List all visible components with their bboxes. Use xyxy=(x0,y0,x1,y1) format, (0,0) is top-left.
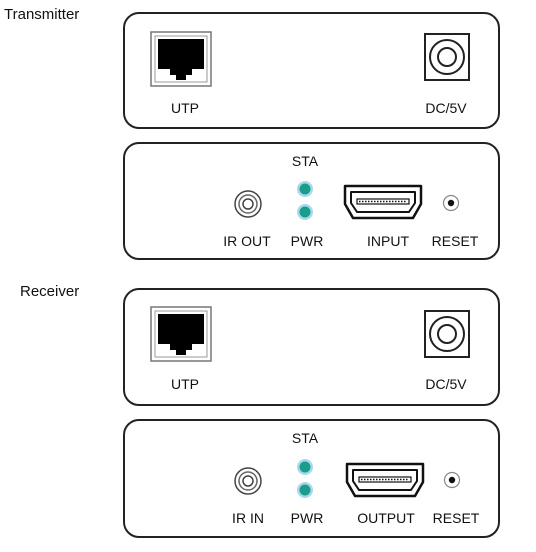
pwr-label: PWR xyxy=(290,510,324,526)
rj45-port-icon xyxy=(150,31,212,87)
utp-label: UTP xyxy=(171,376,199,392)
transmitter-title: Transmitter xyxy=(4,6,80,23)
receiver-front-panel: STA IR IN PWR OUTPUT xyxy=(123,419,500,538)
ir-jack-icon xyxy=(233,466,263,496)
reset-label: RESET xyxy=(432,510,480,526)
hdmi-port-icon xyxy=(345,462,425,498)
reset-button-icon[interactable] xyxy=(443,471,461,489)
receiver-back-panel: UTP DC/5V xyxy=(123,288,500,406)
rj45-port-icon xyxy=(150,306,212,362)
pwr-led-icon xyxy=(296,203,314,221)
receiver-title: Receiver xyxy=(20,283,80,300)
ir-label: IR IN xyxy=(232,510,264,526)
dc-jack-icon xyxy=(424,310,470,358)
sta-led-icon xyxy=(296,180,314,198)
sta-led-icon xyxy=(296,458,314,476)
dc-label: DC/5V xyxy=(425,100,467,116)
sta-label: STA xyxy=(291,153,319,169)
reset-label: RESET xyxy=(431,233,479,249)
transmitter-front-panel: STA IR OUT PWR INPUT xyxy=(123,142,500,260)
dc-jack-icon xyxy=(424,33,470,81)
ir-jack-icon xyxy=(233,189,263,219)
utp-label: UTP xyxy=(171,100,199,116)
transmitter-back-panel: UTP DC/5V xyxy=(123,12,500,129)
hdmi-label: INPUT xyxy=(367,233,409,249)
pwr-label: PWR xyxy=(290,233,324,249)
reset-button-icon[interactable] xyxy=(442,194,460,212)
pwr-led-icon xyxy=(296,481,314,499)
ir-label: IR OUT xyxy=(223,233,271,249)
hdmi-port-icon xyxy=(343,184,423,220)
sta-label: STA xyxy=(291,430,319,446)
hdmi-label: OUTPUT xyxy=(357,510,415,526)
dc-label: DC/5V xyxy=(425,376,467,392)
